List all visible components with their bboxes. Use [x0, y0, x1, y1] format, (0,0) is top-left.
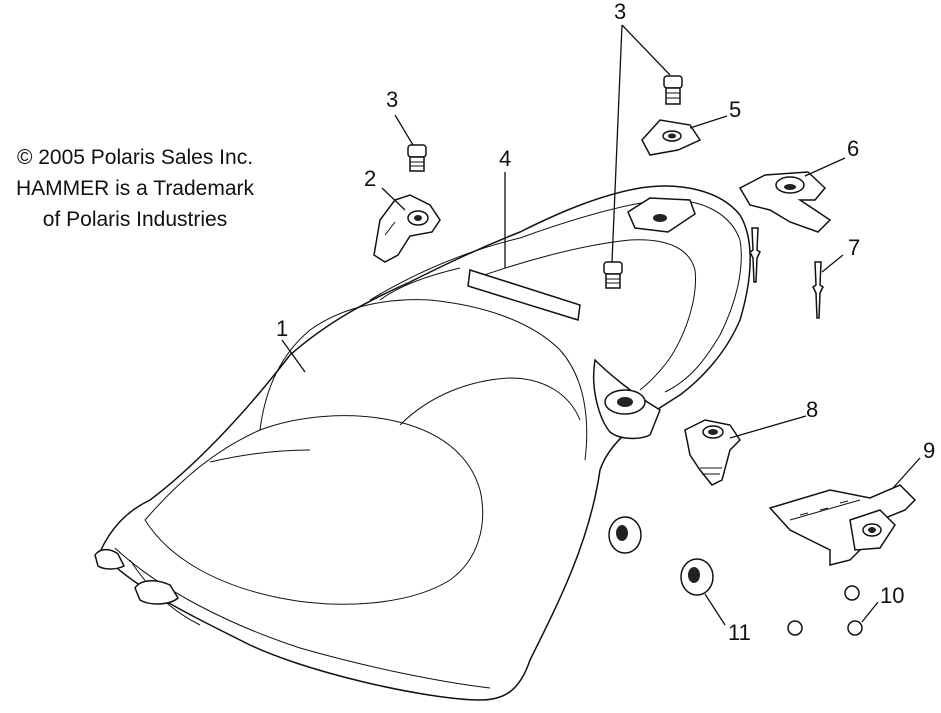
grommet-part-11 [608, 516, 714, 596]
bracket-part-5 [641, 119, 702, 156]
callout-3-right: 3 [614, 0, 626, 24]
copyright-notice: © 2005 Polaris Sales Inc. HAMMER is a Tr… [0, 142, 270, 235]
callout-7: 7 [848, 235, 860, 260]
callout-3-left: 3 [386, 87, 398, 112]
copyright-line-3: of Polaris Industries [42, 208, 228, 231]
nut-part-10 [787, 585, 863, 636]
pin-part-7 [749, 227, 824, 319]
seat-part-1 [94, 185, 751, 701]
screw-part-3-right-lower [603, 261, 623, 289]
callout-9: 9 [923, 438, 935, 463]
callout-1: 1 [276, 316, 288, 341]
callout-10: 10 [880, 583, 904, 608]
latch-part-8 [684, 419, 741, 486]
callout-8: 8 [806, 397, 818, 422]
bracket-part-6 [738, 171, 832, 233]
screw-part-3-right-upper [663, 75, 683, 105]
copyright-line-2: HAMMER is a Trademark [15, 177, 255, 200]
latch-part-9 [768, 484, 917, 566]
callout-2: 2 [364, 166, 376, 191]
bracket-part-2 [373, 194, 441, 263]
leader-lines [281, 24, 921, 626]
copyright-line-1: © 2005 Polaris Sales Inc. [16, 146, 254, 169]
callout-4: 4 [499, 146, 511, 171]
callout-labels: 1 2 3 3 4 5 6 7 8 9 10 11 [276, 0, 935, 645]
callout-5: 5 [729, 97, 741, 122]
callout-6: 6 [847, 136, 859, 161]
callout-11: 11 [728, 620, 751, 645]
screw-part-3-left [407, 144, 427, 172]
